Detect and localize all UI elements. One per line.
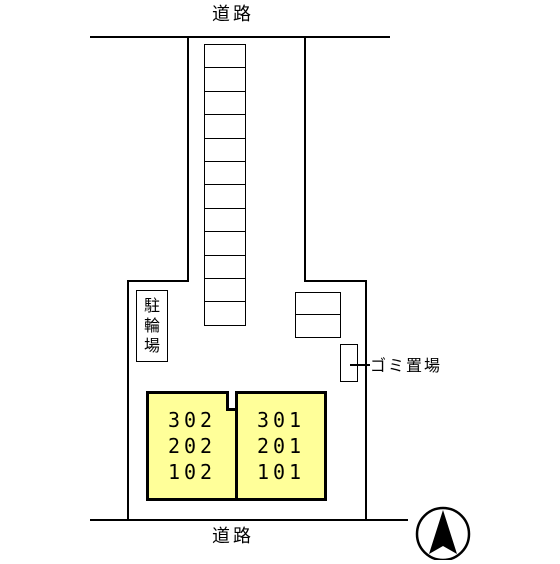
parking-slot <box>204 67 246 92</box>
parking-slot <box>204 207 246 233</box>
parking-slot <box>204 137 246 162</box>
lot-left-edge <box>127 280 129 520</box>
storage-box-lower <box>295 314 341 338</box>
unit-label: 102 <box>167 460 217 484</box>
garbage-label: ゴミ置場 <box>370 356 443 375</box>
parking-slot <box>204 44 246 69</box>
unit-label: 101 <box>256 460 306 484</box>
parking-slot <box>204 161 246 186</box>
bicycle-parking-char-2: 輪 <box>143 316 160 335</box>
parking-slot <box>204 254 246 279</box>
building-left: 302 202 102 <box>146 391 238 501</box>
building-right: 301 201 101 <box>235 391 327 501</box>
lot-right-edge <box>365 280 367 520</box>
parking-slot <box>204 114 246 139</box>
garbage-area <box>340 344 358 382</box>
parking-slot <box>204 184 246 209</box>
parking-slot <box>204 231 246 256</box>
parking-slot <box>204 90 246 116</box>
unit-label: 301 <box>256 408 306 432</box>
unit-label: 202 <box>167 434 217 458</box>
unit-label: 302 <box>167 408 217 432</box>
driveway-left-edge <box>187 37 189 281</box>
bicycle-parking-char-3: 場 <box>143 336 160 355</box>
driveway-right-edge <box>304 37 306 281</box>
road-bottom-label: 道路 <box>212 526 254 547</box>
road-bottom-line <box>90 519 408 521</box>
road-top-label: 道路 <box>212 4 254 25</box>
bicycle-parking-char-1: 駐 <box>143 296 160 315</box>
road-top-line <box>90 36 390 38</box>
bicycle-parking: 駐 輪 場 <box>136 290 168 362</box>
parking-slot <box>204 278 246 303</box>
unit-label: 201 <box>256 434 306 458</box>
lot-top-left-edge <box>127 280 189 282</box>
north-arrow-icon <box>410 500 476 562</box>
parking-slot <box>204 301 246 326</box>
lot-top-right-edge <box>304 280 366 282</box>
garbage-leader-line <box>350 364 370 366</box>
storage-box-upper <box>295 292 341 315</box>
